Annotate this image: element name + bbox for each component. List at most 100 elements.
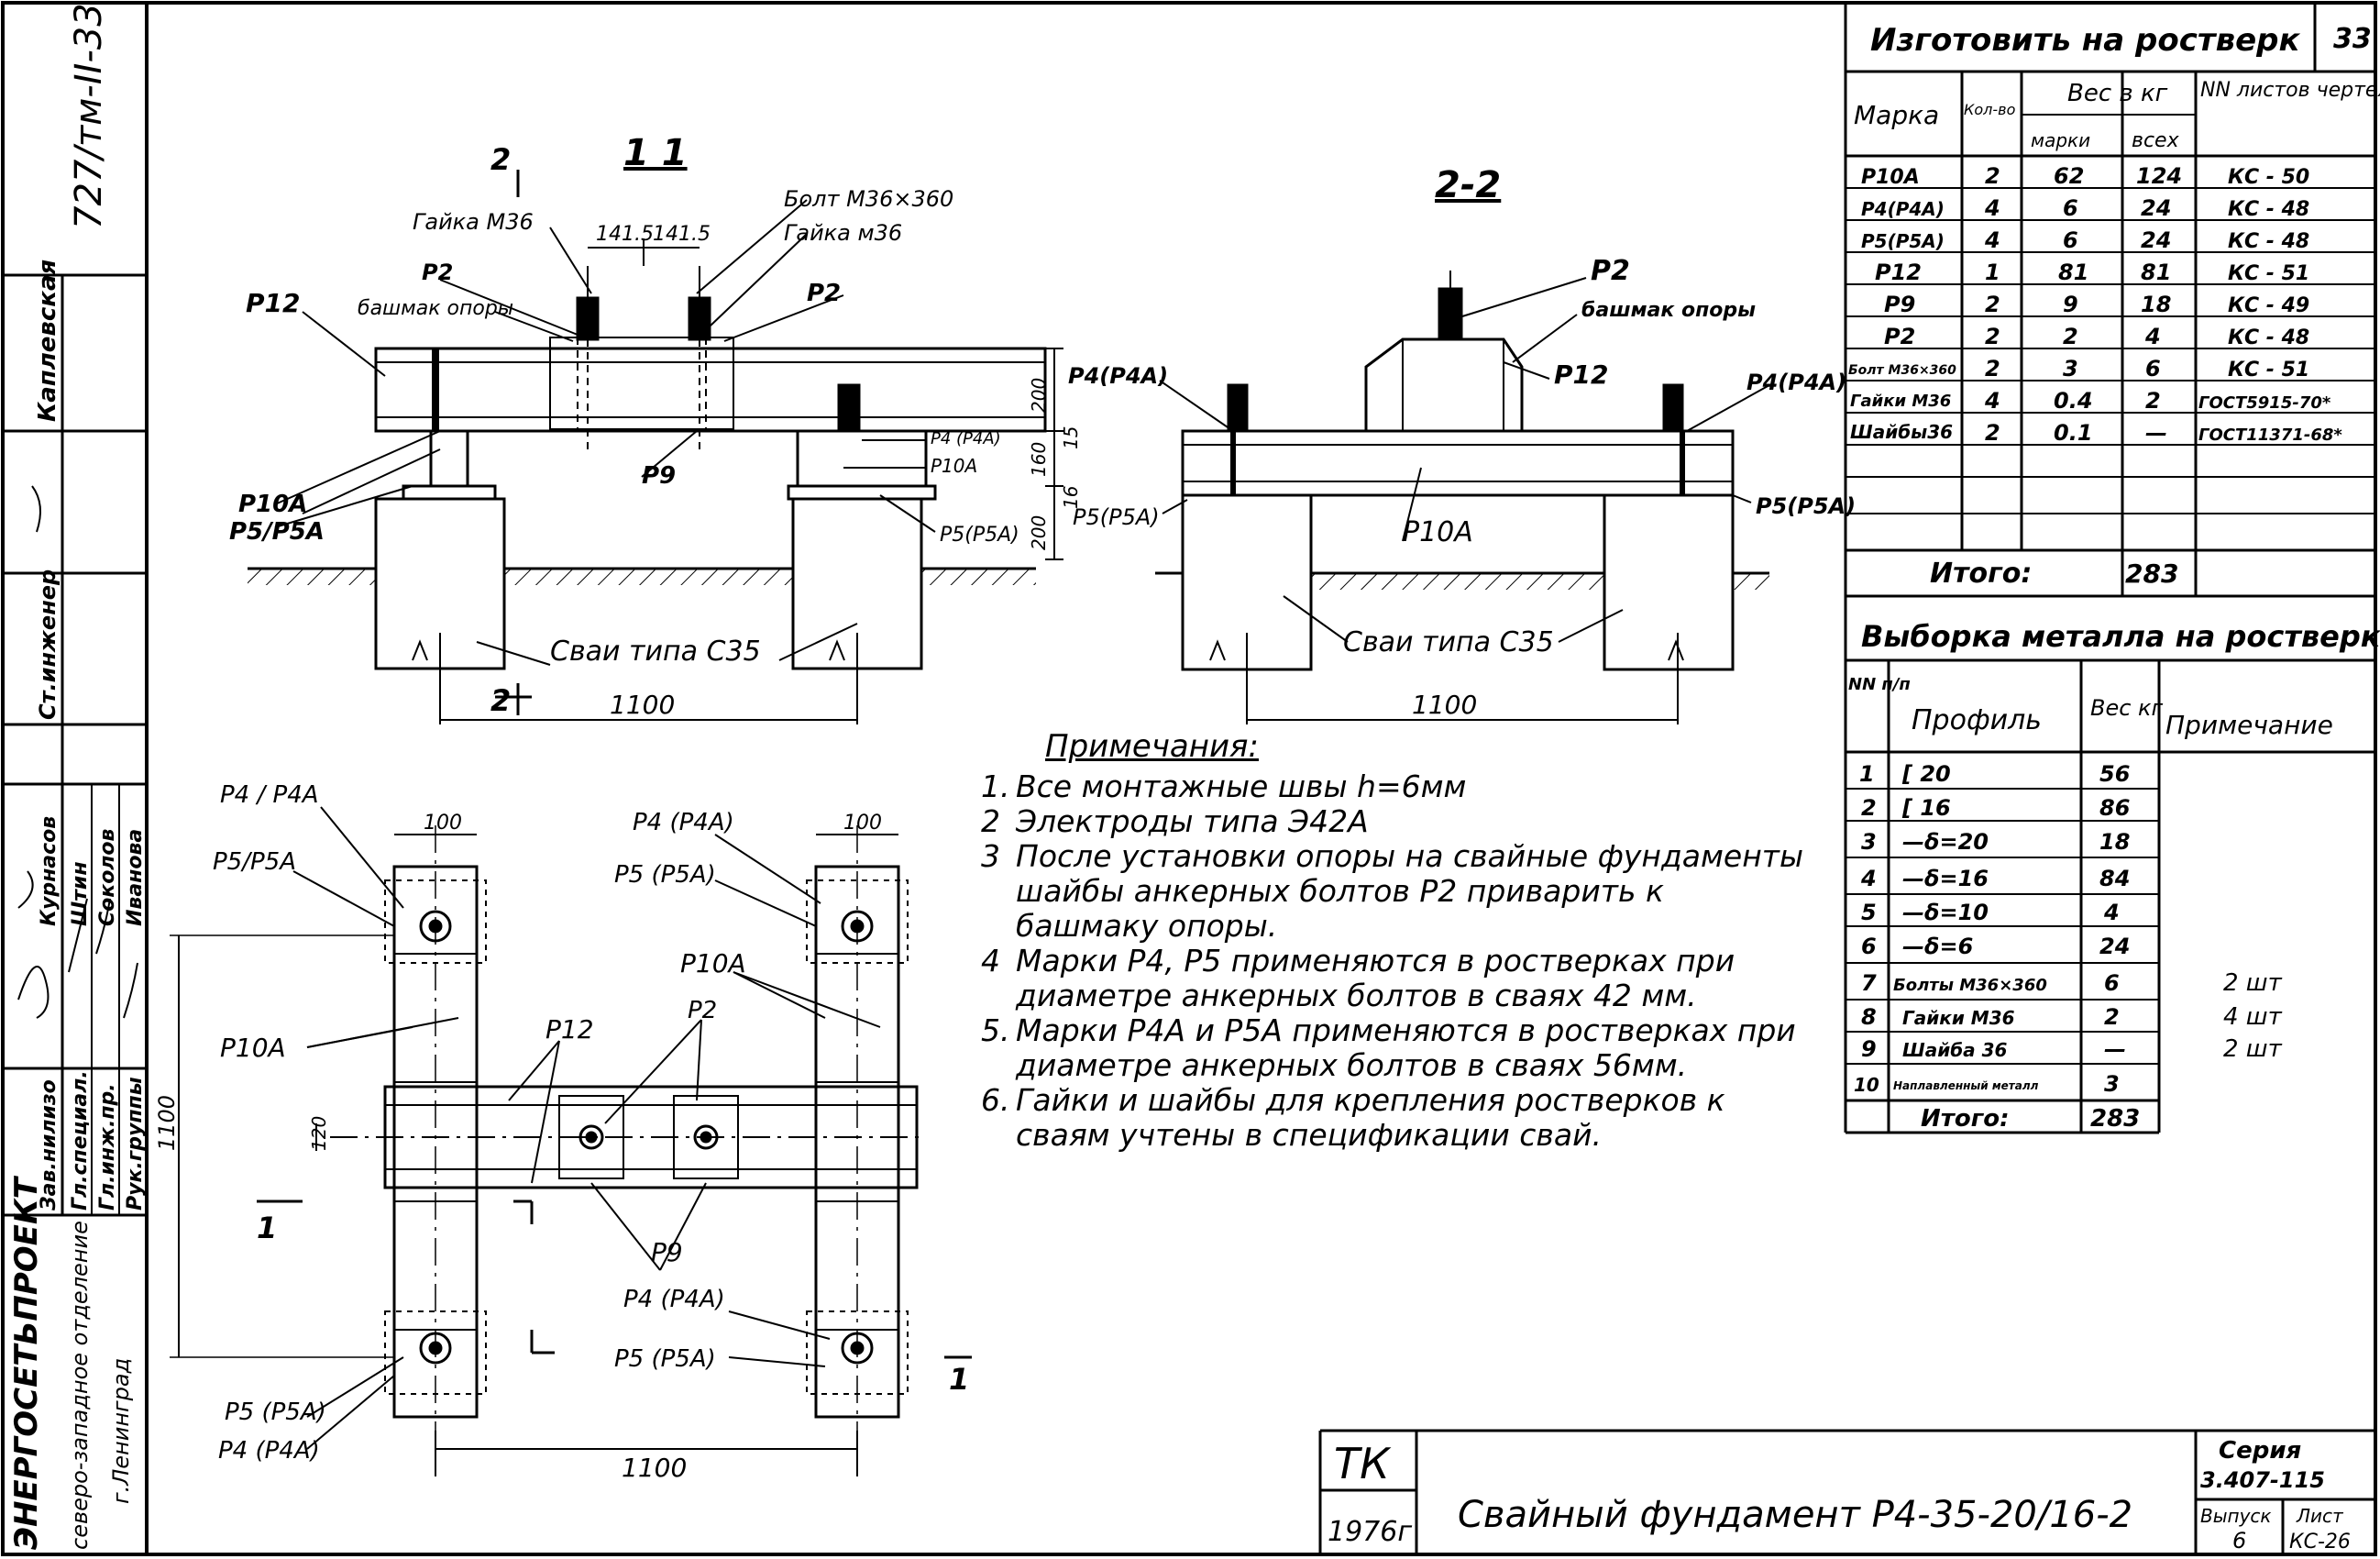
plan-label-p5-bl: Р5 (Р5А) (225, 1399, 326, 1426)
role-1: Зав.нилизо (38, 1079, 61, 1211)
t2-r6-c3: 24 (2099, 934, 2130, 959)
s22-label-p5-right: Р5(Р5А) (1756, 493, 1856, 519)
s22-label-bashmak: башмак опоры (1581, 299, 1756, 322)
t2-r1-c1: 1 (1859, 761, 1875, 787)
t2-r8-c4: 4 шт (2223, 1003, 2283, 1031)
person-3: Соколов (96, 828, 119, 926)
t2-r3-c1: 3 (1861, 829, 1877, 855)
t1-r1-c1: Р10А (1861, 166, 1920, 189)
s22-label-p2: Р2 (1591, 255, 1630, 287)
t2-r10-c1: 10 (1854, 1074, 1879, 1096)
t1-r2-c1: Р4(Р4А) (1861, 198, 1945, 220)
t1-r1-c5: КС - 50 (2228, 166, 2309, 189)
label-p5-right: Р5(Р5А) (940, 524, 1019, 547)
title-block-grid (1318, 1429, 2375, 1554)
t1-r6-c2: 2 (1985, 324, 2000, 349)
t2-r9-c1: 9 (1861, 1036, 1877, 1062)
dim-span-1: 1100 (610, 690, 675, 720)
label-p2-left: Р2 (422, 260, 453, 285)
label-p2-right: Р2 (807, 280, 841, 307)
t2-total-value: 283 (2090, 1105, 2140, 1133)
note-number: 1. (981, 768, 1010, 804)
t2-r4-c2: —δ=16 (1902, 866, 1989, 891)
t1-r5-c4: 18 (2141, 292, 2171, 317)
note-number: 5. (981, 1012, 1010, 1048)
note-number: 2 (981, 803, 1000, 839)
t1-r7-c4: 6 (2145, 356, 2161, 381)
t1-total-label: Итого: (1930, 558, 2032, 590)
t1-r4-c1: Р12 (1875, 260, 1922, 285)
note-item: 2 Электроды типа Э42А (981, 804, 1806, 839)
t2-r1-c3: 56 (2099, 761, 2130, 787)
dim-h2: 15 (1060, 426, 1082, 449)
plan-label-p5-tr: Р5 (Р5А) (614, 861, 716, 889)
t1-r7-c3: 3 (2063, 356, 2078, 381)
role-3: Гл.инж.пр. (96, 1083, 119, 1211)
t2-h-weight: Вес кг (2090, 695, 2164, 721)
plan-cut-right: 1 (949, 1362, 969, 1397)
table-1-grid (1844, 3, 2375, 1133)
t1-h-mark: Марка (1854, 100, 1939, 130)
t1-r8-c2: 4 (1984, 388, 2000, 414)
checker-role: Ст.инженер (35, 569, 61, 720)
note-text: Гайки и шайбы для крепления ростверков к… (1016, 1082, 1725, 1153)
t1-r6-c1: Р2 (1884, 324, 1915, 349)
t1-h-weight: Вес в кг (2067, 80, 2168, 107)
note-text: Электроды типа Э42А (1016, 803, 1369, 839)
note-text: После установки опоры на свайные фундаме… (1016, 838, 1804, 944)
t2-h-note: Примечание (2165, 710, 2333, 740)
section-1-1-cut-mark: 2 (490, 142, 511, 177)
t1-r8-c1: Гайки М36 (1850, 392, 1951, 411)
person-4: Иванова (124, 829, 147, 926)
plan-label-p5-br: Р5 (Р5А) (614, 1345, 716, 1373)
t1-r9-c1: Шайбы36 (1850, 421, 1953, 443)
s22-label-piles: Сваи типа С35 (1343, 626, 1554, 658)
t1-r1-c2: 2 (1985, 163, 2000, 189)
plan-label-p9: Р9 (651, 1237, 683, 1267)
title-issue-label: Выпуск (2200, 1505, 2272, 1527)
t1-r7-c1: Болт М36×360 (1848, 363, 1956, 378)
t2-r9-c3: — (2104, 1036, 2126, 1062)
t2-r9-c4: 2 шт (2223, 1035, 2283, 1063)
plan-label-p2: Р2 (688, 997, 717, 1024)
t2-r8-c3: 2 (2104, 1004, 2120, 1030)
checker-name: Каплевская (34, 260, 61, 422)
t1-r7-c2: 2 (1985, 356, 2000, 381)
title-sheet-label: Лист (2296, 1505, 2344, 1527)
label-p10a-small: Р10А (931, 455, 977, 477)
t1-r1-c4: 124 (2136, 163, 2182, 189)
title-series-value: 3.407-115 (2200, 1467, 2325, 1493)
table-1-rows: Р10А 2 62 124 КС - 50 Р4(Р4А) 4 6 2 4 КС … (1848, 163, 2342, 446)
t1-r6-c4: 4 (2144, 324, 2161, 349)
s22-label-p10a: Р10А (1403, 516, 1473, 548)
plan-label-p5-tl: Р5/Р5А (213, 848, 296, 876)
person-1: Курнасов (38, 816, 61, 926)
t2-r10-c2: Наплавленный металл (1893, 1079, 2039, 1092)
title-year: 1976г (1328, 1516, 1412, 1548)
t2-h-nn: NN п/п (1848, 675, 1911, 694)
title-tk: ТК (1334, 1439, 1392, 1488)
t2-r8-c1: 8 (1861, 1004, 1877, 1030)
t1-r2-c2: 4 (1984, 195, 2000, 221)
dim-h3: 160 (1028, 442, 1050, 477)
org-city: г.Ленинград (108, 1358, 134, 1504)
person-2: Штин (69, 861, 92, 926)
t2-r6-c1: 6 (1861, 934, 1877, 959)
t1-r6-c5: КС - 48 (2228, 326, 2309, 349)
note-item: 6.Гайки и шайбы для крепления ростверков… (981, 1083, 1806, 1153)
t1-total-value: 283 (2125, 558, 2178, 589)
t1-r1-c3: 62 (2054, 163, 2084, 189)
plan-dim-height: 1100 (154, 1095, 180, 1151)
t1-r6-c3: 2 (2063, 324, 2078, 349)
note-number: 6. (981, 1082, 1010, 1118)
s22-label-p5-left: Р5(Р5А) (1073, 504, 1160, 530)
t1-h-sheets: NN листов чертежей (2200, 79, 2380, 102)
label-p9: Р9 (642, 462, 676, 490)
t2-r10-c3: 3 (2104, 1071, 2120, 1097)
t1-h-qty: Кол-во (1964, 101, 2016, 118)
plan-dim-span: 1100 (622, 1453, 687, 1483)
